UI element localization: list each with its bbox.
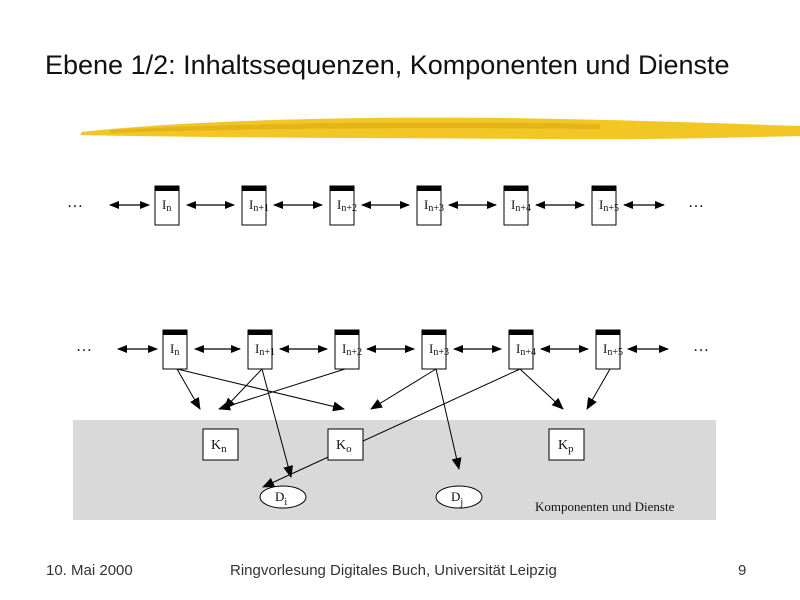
svg-text:Kp: Kp xyxy=(558,438,574,455)
svg-text:In: In xyxy=(170,341,179,358)
svg-text:In+4: In+4 xyxy=(511,197,531,214)
content-item-i-n+4: In+4 xyxy=(503,185,531,226)
dependency-arrow xyxy=(176,368,345,412)
content-item-i-n: In xyxy=(154,185,180,226)
dependency-arrow xyxy=(261,368,293,478)
svg-text:Kn: Kn xyxy=(211,438,227,455)
svg-text:In+3: In+3 xyxy=(429,341,449,358)
dependency-arrow xyxy=(176,368,201,410)
service-d-j: Dj xyxy=(435,485,483,509)
content-item-i-n: In xyxy=(162,329,188,370)
dependency-arrow xyxy=(586,368,611,410)
content-item-i-n+5: In+5 xyxy=(591,185,619,226)
content-item-i-n+2: In+2 xyxy=(334,329,362,370)
content-item-i-n+1: In+1 xyxy=(241,185,269,226)
component-k-p: Kp xyxy=(548,428,585,461)
svg-text:Ko: Ko xyxy=(336,438,352,455)
footer-title: Ringvorlesung Digitales Buch, Universitä… xyxy=(230,562,557,579)
footer-date: 10. Mai 2000 xyxy=(46,562,133,579)
ellipsis-left: … xyxy=(67,194,83,211)
content-item-i-n+1: In+1 xyxy=(247,329,275,370)
svg-text:In+3: In+3 xyxy=(424,197,444,214)
area-label: Komponenten und Dienste xyxy=(535,499,675,514)
content-item-i-n+2: In+2 xyxy=(329,185,357,226)
bottom-content-sequence: … … In In+1 In+2 In+3 In+4 In+5 xyxy=(76,329,709,370)
content-item-i-n+4: In+4 xyxy=(508,329,536,370)
svg-text:Dj: Dj xyxy=(451,489,463,508)
svg-text:Di: Di xyxy=(275,489,287,508)
dependency-arrow xyxy=(262,368,521,488)
dependency-arrow xyxy=(519,368,564,410)
top-content-sequence: … … In In+1 In+2 In+3 In+4 In+5 xyxy=(67,185,704,226)
svg-text:In: In xyxy=(162,197,171,214)
dependency-arrow xyxy=(370,368,437,410)
footer-page-number: 9 xyxy=(738,562,747,579)
dependency-arrows xyxy=(176,368,611,488)
svg-text:In+5: In+5 xyxy=(603,341,623,358)
content-item-i-n+3: In+3 xyxy=(421,329,449,370)
ellipsis-left: … xyxy=(76,338,92,355)
svg-text:In+2: In+2 xyxy=(337,197,357,214)
svg-text:In+2: In+2 xyxy=(342,341,362,358)
component-k-o: Ko xyxy=(327,428,364,461)
slide-title: Ebene 1/2: Inhaltssequenzen, Komponenten… xyxy=(45,50,730,80)
dependency-arrow xyxy=(223,368,263,410)
service-d-i: Di xyxy=(259,485,307,509)
svg-text:In+1: In+1 xyxy=(249,197,269,214)
svg-text:In+4: In+4 xyxy=(516,341,536,358)
dependency-arrow xyxy=(218,368,346,411)
svg-text:In+5: In+5 xyxy=(599,197,619,214)
content-item-i-n+3: In+3 xyxy=(416,185,444,226)
ellipsis-right: … xyxy=(693,338,709,355)
svg-text:In+1: In+1 xyxy=(255,341,275,358)
dependency-arrow xyxy=(435,368,462,470)
components-services-area xyxy=(73,420,716,520)
component-k-n: Kn xyxy=(202,428,239,461)
ellipsis-right: … xyxy=(688,194,704,211)
content-item-i-n+5: In+5 xyxy=(595,329,623,370)
